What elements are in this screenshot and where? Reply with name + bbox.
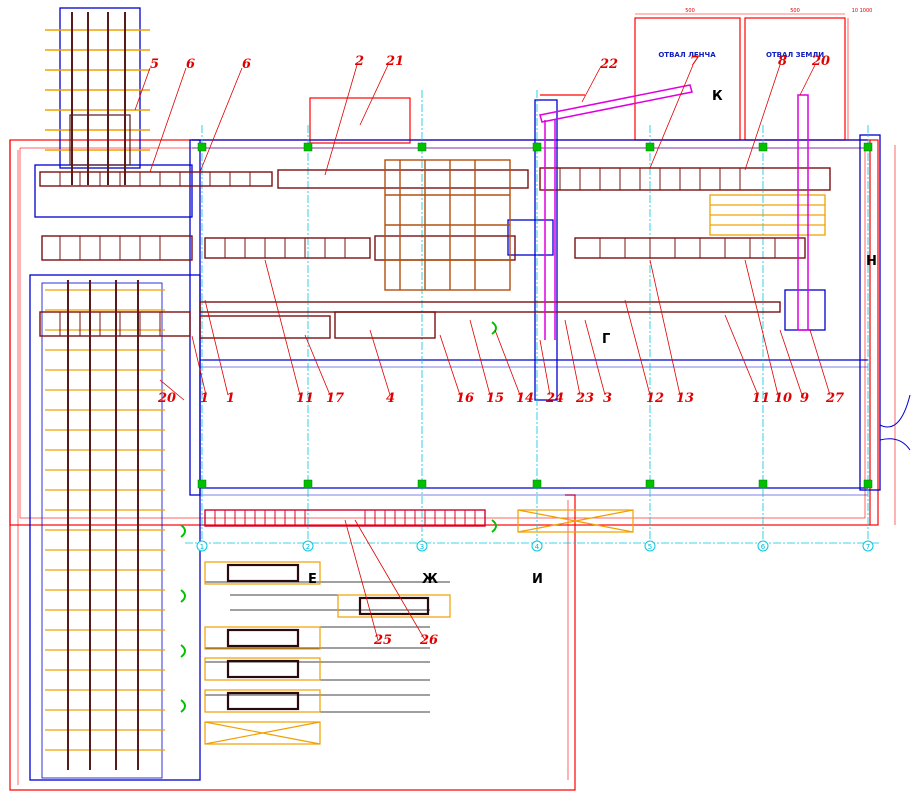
position-label: 12 xyxy=(646,391,664,406)
position-label: 15 xyxy=(486,391,504,406)
section-mark-i: И xyxy=(532,572,543,587)
position-label: 24 xyxy=(545,391,564,406)
room-label-2: ОТВАЛ ЗЕМЛИ xyxy=(766,51,824,59)
conveyor-rollers xyxy=(59,168,776,336)
top-dimension-1: 500 xyxy=(685,8,695,14)
section-mark-h: Н xyxy=(866,254,877,269)
top-dimension-3: 10 1000 xyxy=(852,8,873,14)
axis-markers xyxy=(196,540,874,552)
axis-number: 6 xyxy=(761,543,766,551)
axis-marker xyxy=(196,540,208,552)
section-mark-e: Е xyxy=(308,572,317,587)
axis-number: 7 xyxy=(866,543,870,551)
magenta-conveyor xyxy=(539,84,809,340)
axis-marker xyxy=(416,540,428,552)
leader-lines xyxy=(134,64,831,641)
position-label: 6 xyxy=(186,57,195,72)
axis-marker xyxy=(302,540,314,552)
position-label: 2 xyxy=(354,54,364,69)
bottom-buffer-conveyor xyxy=(204,509,486,527)
left-long-conveyor-rails xyxy=(45,289,165,751)
section-mark-k: К xyxy=(712,89,723,104)
upper-left-frame xyxy=(69,12,131,185)
columns xyxy=(197,142,873,489)
right-stacker xyxy=(709,194,826,236)
position-label: 16 xyxy=(456,391,474,406)
position-label: 3 xyxy=(603,391,612,406)
position-label: 21 xyxy=(385,54,404,69)
axis-grid xyxy=(185,90,880,545)
axis-marker xyxy=(757,540,769,552)
position-label: 26 xyxy=(419,633,438,648)
axis-marker xyxy=(531,540,543,552)
stacks xyxy=(204,561,451,713)
position-labels: 5 6 6 2 21 22 7 8 20 20 1 1 11 17 4 16 1… xyxy=(150,54,844,648)
position-label: 14 xyxy=(516,391,534,406)
position-label: 20 xyxy=(811,54,830,69)
position-label: 1 xyxy=(226,391,235,406)
axis-number: 5 xyxy=(648,543,652,551)
section-mark-zh: Ж xyxy=(422,572,438,587)
left-long-conveyor-frame xyxy=(67,280,139,770)
position-label: 5 xyxy=(150,57,159,72)
axis-numbers: 1 2 3 4 5 6 7 xyxy=(200,543,870,551)
position-label: 27 xyxy=(825,391,844,406)
position-label: 23 xyxy=(575,391,594,406)
position-label: 11 xyxy=(752,391,770,406)
position-label: 11 xyxy=(296,391,314,406)
axis-number: 3 xyxy=(420,543,424,551)
axis-marker xyxy=(862,540,874,552)
conveyor-rows xyxy=(39,167,831,339)
stack-frames xyxy=(226,563,430,711)
position-label: 9 xyxy=(800,391,809,406)
upper-left-conveyor xyxy=(45,29,150,151)
position-label: 13 xyxy=(676,391,694,406)
room-label-1: ОТВАЛ ЛЕНЧА xyxy=(658,51,716,59)
position-label: 20 xyxy=(157,391,176,406)
crossed-boxes xyxy=(204,509,634,745)
central-transfer-unit xyxy=(384,159,511,291)
green-hooks xyxy=(180,321,497,713)
axis-marker xyxy=(644,540,656,552)
axis-number: 1 xyxy=(200,543,204,551)
section-mark-g: Г xyxy=(602,332,610,347)
axis-number: 4 xyxy=(535,543,540,551)
position-label: 25 xyxy=(373,633,392,648)
position-label: 17 xyxy=(326,391,344,406)
door-swing xyxy=(879,394,911,451)
position-label: 22 xyxy=(599,57,618,72)
axis-number: 2 xyxy=(306,543,310,551)
position-label: 6 xyxy=(242,57,251,72)
bottom-buffer-rollers xyxy=(214,510,476,526)
position-label: 10 xyxy=(774,391,792,406)
top-dimension-2: 500 xyxy=(790,8,800,14)
position-label: 8 xyxy=(778,54,787,69)
position-label: 4 xyxy=(386,391,395,406)
position-label: 1 xyxy=(200,391,209,406)
position-label: 7 xyxy=(690,54,699,69)
